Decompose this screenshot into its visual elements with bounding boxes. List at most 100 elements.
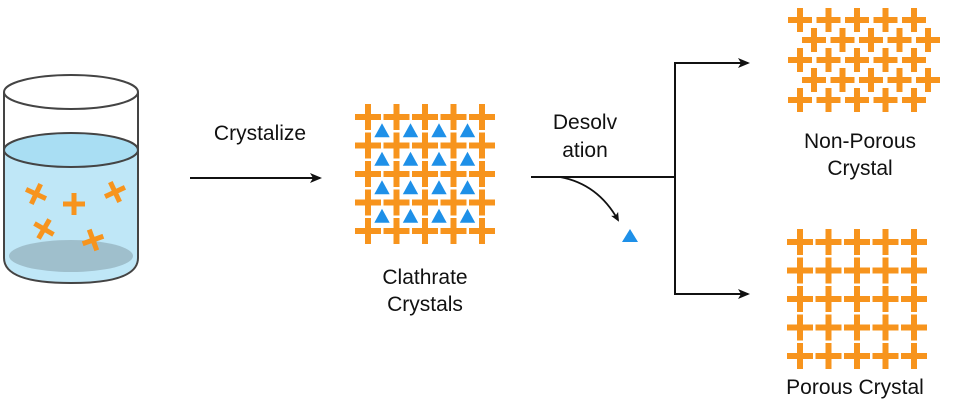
lattice-cross: [844, 286, 870, 312]
lattice-cross: [412, 218, 438, 244]
dissolved-molecule: [81, 228, 105, 252]
guest-release-arrow: [559, 176, 619, 222]
dissolved-molecule: [24, 182, 48, 206]
guest-molecule-triangle: [431, 208, 447, 223]
packed-cross: [816, 88, 841, 112]
lattice-cross: [815, 286, 842, 312]
packed-cross: [916, 68, 940, 92]
guest-molecule-triangle: [374, 180, 390, 195]
packed-cross: [845, 88, 869, 112]
lattice-cross: [815, 257, 842, 284]
lattice-cross: [815, 343, 842, 369]
packed-cross: [816, 8, 841, 32]
lattice-cross: [412, 189, 438, 216]
guest-molecule-triangle: [459, 123, 476, 138]
guest-molecule-triangle: [374, 208, 390, 223]
guest-molecule-triangle: [459, 151, 476, 166]
lattice-cross: [787, 343, 813, 369]
lattice-cross: [815, 314, 842, 341]
packed-cross: [873, 88, 898, 112]
lattice-cross: [787, 314, 813, 341]
lattice-cross: [901, 314, 927, 341]
lattice-cross: [844, 229, 870, 255]
lattice-cross: [412, 161, 438, 187]
guest-molecule-triangle: [402, 123, 419, 138]
packed-cross: [887, 68, 912, 92]
non-porous-crystal: [788, 8, 940, 112]
packed-cross: [873, 48, 898, 72]
guest-molecule-triangle: [431, 151, 447, 166]
lattice-cross: [469, 161, 495, 187]
packed-cross: [902, 48, 926, 72]
lattice-cross: [440, 189, 467, 216]
lattice-cross: [901, 343, 927, 369]
packed-cross: [859, 68, 883, 92]
lattice-cross: [355, 132, 381, 159]
lattice-cross: [440, 104, 467, 130]
guest-molecule-triangle: [431, 180, 447, 195]
lattice-cross: [872, 229, 899, 255]
guest-molecule-triangle: [459, 180, 476, 195]
guest-molecule-triangle: [402, 208, 419, 223]
lattice-cross: [355, 104, 381, 130]
lattice-cross: [440, 218, 467, 244]
liquid-surface: [3, 132, 139, 168]
packed-cross: [859, 28, 883, 52]
clathrate-label-line2: Crystals: [387, 293, 463, 316]
packed-cross: [788, 48, 812, 72]
dissolved-molecule: [103, 180, 127, 204]
packed-cross: [845, 48, 869, 72]
packed-cross: [902, 88, 926, 112]
lattice-cross: [901, 229, 927, 255]
lattice-cross: [469, 189, 495, 216]
lattice-cross: [872, 286, 899, 312]
lattice-cross: [844, 314, 870, 341]
packed-cross: [788, 8, 812, 32]
guest-molecule-triangle: [402, 180, 419, 195]
guest-molecule-triangle: [374, 151, 390, 166]
lattice-cross: [355, 189, 381, 216]
lattice-cross: [469, 218, 495, 244]
dissolved-molecule: [63, 193, 85, 215]
lattice-cross: [787, 229, 813, 255]
desolvation-label-line2: ation: [562, 139, 608, 162]
lattice-cross: [355, 218, 381, 244]
released-guest-triangle: [622, 229, 638, 242]
lattice-cross: [383, 189, 410, 216]
nonporous-label-line2: Crystal: [827, 157, 893, 180]
lattice-cross: [787, 286, 813, 312]
lattice-cross: [901, 257, 927, 284]
packed-cross: [802, 28, 826, 52]
guest-molecule-triangle: [402, 151, 419, 166]
lattice-cross: [355, 161, 381, 187]
packed-cross: [845, 8, 869, 32]
guest-molecule-triangle: [374, 123, 390, 138]
lattice-cross: [412, 104, 438, 130]
clathrate-label-line1: Clathrate: [382, 266, 468, 289]
lattice-cross: [872, 314, 899, 341]
beaker: [3, 74, 139, 285]
guest-molecule-triangle: [431, 123, 447, 138]
lattice-cross: [383, 132, 410, 159]
lattice-cross: [844, 257, 870, 284]
lattice-cross: [844, 343, 870, 369]
guest-molecule-triangle: [459, 208, 476, 223]
beaker-walls: [3, 92, 139, 285]
packed-cross: [887, 28, 912, 52]
lattice-cross: [383, 104, 410, 130]
packed-cross: [873, 8, 898, 32]
nonporous-label-line1: Non-Porous: [803, 130, 917, 153]
crystalize-label: Crystalize: [213, 122, 307, 145]
lattice-cross: [901, 286, 927, 312]
packed-cross: [902, 8, 926, 32]
clathrate-crystal: [355, 104, 495, 244]
lattice-cross: [412, 132, 438, 159]
porous-label: Porous Crystal: [786, 376, 924, 399]
packed-cross: [816, 48, 841, 72]
lattice-cross: [872, 343, 899, 369]
packed-cross: [916, 28, 940, 52]
packed-cross: [788, 88, 812, 112]
lattice-cross: [469, 104, 495, 130]
